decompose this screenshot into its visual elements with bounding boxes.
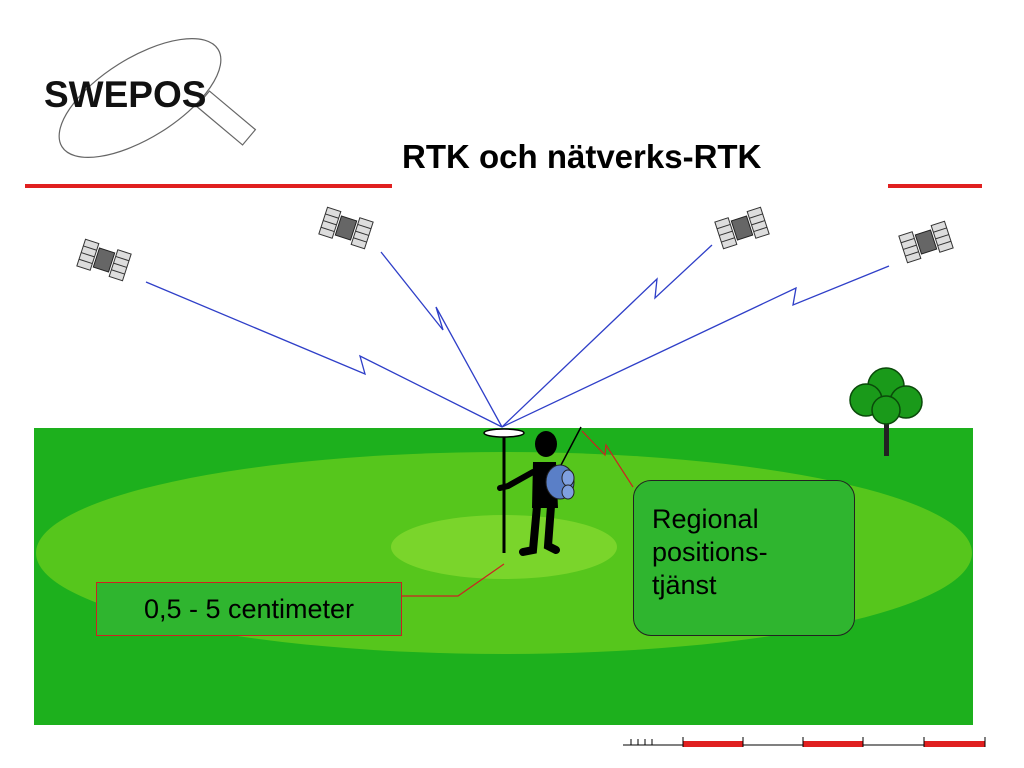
- gnss-antenna-icon: [483, 428, 525, 553]
- surveyor-icon: [497, 426, 582, 556]
- signal-lightning-icon: [145, 244, 890, 428]
- signal-line-1: [145, 281, 503, 428]
- signal-line-4: [501, 265, 890, 428]
- service-callout-line: Regional: [652, 504, 759, 534]
- backpack-icon: [545, 464, 575, 500]
- service-leader: [581, 430, 634, 488]
- signal-line-3: [501, 244, 713, 428]
- service-callout-line: positions-: [652, 537, 768, 567]
- satellite-icon: [898, 220, 954, 264]
- tree-icon: [849, 367, 923, 456]
- logo-wordmark: SWEPOS: [44, 74, 207, 115]
- footer-bar: [623, 737, 986, 747]
- signal-line-2: [380, 251, 503, 428]
- satellite-icon: [714, 206, 770, 250]
- accuracy-leader: [402, 563, 505, 597]
- accuracy-callout: 0,5 - 5 centimeter: [96, 582, 402, 636]
- page-title: RTK och nätverks-RTK: [402, 138, 762, 175]
- satellite-icon: [76, 238, 132, 282]
- swepos-logo-icon: [58, 38, 257, 158]
- service-callout-line: tjänst: [652, 570, 717, 600]
- service-callout: Regional positions- tjänst: [633, 480, 855, 636]
- satellite-icon: [318, 206, 374, 250]
